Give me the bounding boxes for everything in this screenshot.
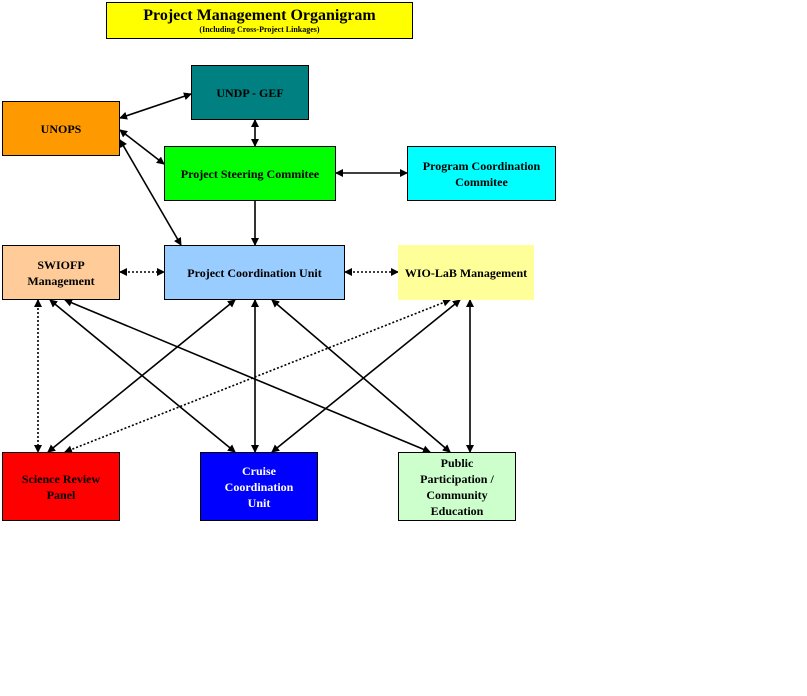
node-wio-lab-management: WIO-LaB Management — [398, 245, 534, 300]
node-label: Program Coordination Commitee — [422, 158, 541, 189]
node-program-coordination-committee: Program Coordination Commitee — [407, 146, 556, 201]
node-unops: UNOPS — [2, 101, 120, 156]
diagram-title: Project Management Organigram (Including… — [106, 2, 413, 39]
node-label: UNDP - GEF — [216, 85, 284, 100]
node-label: UNOPS — [40, 121, 82, 136]
node-swiofp-management: SWIOFP Management — [2, 245, 120, 300]
node-undp-gef: UNDP - GEF — [191, 65, 309, 120]
node-science-review-panel: Science Review Panel — [2, 452, 120, 521]
node-label: WIO-LaB Management — [404, 265, 528, 280]
link-wiolab-srp — [64, 298, 451, 454]
node-label: Project Steering Commitee — [180, 166, 320, 181]
link-unops-psc — [119, 129, 165, 165]
link-swiofp-ppce — [64, 298, 431, 454]
link-wiolab-ccu — [271, 299, 461, 453]
link-pcu-ppce — [271, 299, 451, 453]
node-cruise-coordination-unit: Cruise Coordination Unit — [200, 452, 318, 521]
link-unops-pcu — [119, 139, 182, 246]
node-label: Science Review Panel — [21, 471, 101, 502]
node-label: Cruise Coordination Unit — [224, 463, 294, 510]
node-public-participation: Public Participation / Community Educati… — [398, 452, 516, 521]
node-project-steering-committee: Project Steering Commitee — [164, 146, 336, 201]
title-subtitle: (Including Cross-Project Linkages) — [199, 24, 320, 34]
title-main: Project Management Organigram — [143, 6, 376, 24]
node-project-coordination-unit: Project Coordination Unit — [164, 245, 345, 300]
node-label: SWIOFP Management — [27, 257, 95, 288]
link-unops-undp_gef — [119, 92, 192, 120]
node-label: Public Participation / Community Educati… — [420, 455, 494, 518]
node-label: Project Coordination Unit — [187, 265, 322, 280]
